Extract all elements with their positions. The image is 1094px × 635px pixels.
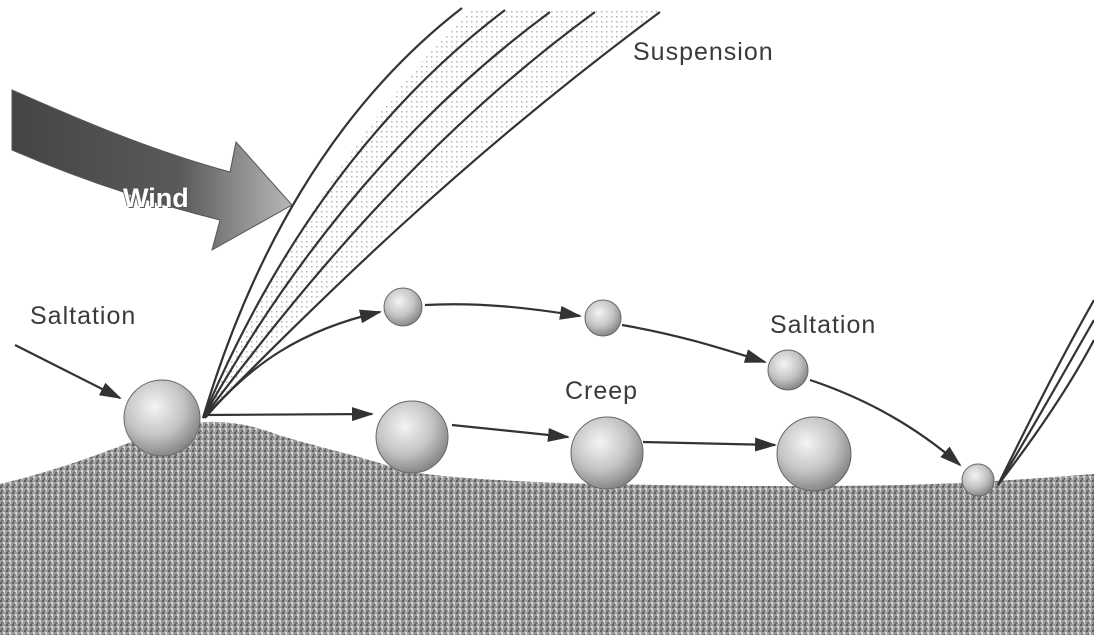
grain-creep [571, 417, 643, 489]
grain-saltation [384, 288, 422, 326]
saltation-trajectory [622, 325, 765, 362]
suspension-label: Suspension [633, 38, 774, 67]
wind-label: Wind [123, 183, 189, 214]
incoming-saltation-arrow [15, 345, 120, 398]
creep-trajectory [643, 442, 775, 445]
grain-impact [124, 380, 200, 456]
saltation-label-left: Saltation [30, 302, 136, 331]
grain-saltation [585, 300, 621, 336]
grain-creep [777, 417, 851, 491]
saltation-label-right: Saltation [770, 311, 876, 340]
saltation-trajectory [425, 304, 580, 316]
suspension-trajectories-right [998, 300, 1094, 485]
creep-trajectory [205, 414, 372, 415]
wind-arrow [12, 90, 292, 250]
grain-saltation [768, 350, 808, 390]
grain-creep [376, 401, 448, 473]
grain-landing [962, 464, 994, 496]
creep-trajectory [452, 425, 568, 437]
creep-label: Creep [565, 377, 638, 406]
